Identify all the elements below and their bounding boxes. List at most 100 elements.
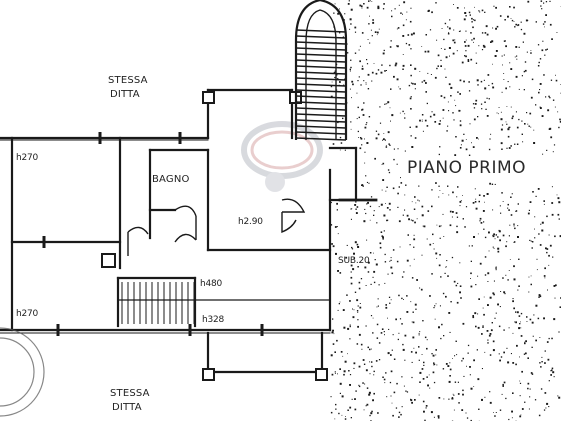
noise-dot (557, 197, 560, 200)
noise-dot (358, 76, 360, 78)
noise-dot (508, 270, 510, 271)
noise-dot (503, 291, 506, 294)
noise-dot (489, 354, 492, 356)
noise-dot (345, 416, 346, 417)
noise-dot (390, 40, 392, 42)
noise-dot (356, 343, 359, 345)
noise-dot (513, 278, 516, 281)
noise-dot (467, 44, 470, 47)
noise-dot (558, 201, 561, 204)
noise-dot (531, 346, 533, 348)
noise-dot (373, 281, 376, 284)
noise-dot (391, 272, 394, 275)
noise-dot (452, 397, 453, 398)
noise-dot (537, 188, 540, 190)
noise-dot (373, 370, 375, 373)
noise-dot (438, 153, 440, 156)
noise-dot (555, 284, 557, 287)
noise-dot (512, 362, 515, 364)
noise-dot (467, 344, 470, 347)
noise-dot (419, 371, 422, 374)
noise-dot (477, 116, 479, 118)
noise-dot (364, 383, 366, 385)
lower-stairs (121, 282, 195, 324)
noise-dot (391, 114, 394, 117)
noise-dot (530, 50, 532, 51)
noise-dot (493, 280, 495, 282)
noise-dot (343, 84, 345, 86)
noise-dot (349, 384, 351, 386)
noise-dot (388, 143, 390, 145)
noise-dot (433, 416, 435, 418)
noise-dot (416, 279, 418, 281)
noise-dot (544, 21, 546, 23)
noise-dot (537, 44, 540, 46)
noise-dot (365, 175, 367, 177)
noise-dot (558, 396, 561, 399)
noise-dot (547, 289, 548, 291)
noise-dot (487, 342, 489, 344)
stair-tread (295, 83, 347, 87)
noise-dot (477, 313, 479, 315)
noise-dot (470, 260, 472, 262)
noise-dot (411, 146, 414, 148)
noise-dot (448, 398, 450, 400)
noise-dot (390, 395, 392, 397)
noise-dot (379, 242, 382, 245)
noise-dot (477, 84, 479, 86)
noise-dot (451, 256, 454, 259)
noise-dot (553, 318, 556, 321)
noise-dot (543, 275, 546, 277)
noise-dot (444, 22, 447, 25)
noise-dot (418, 359, 420, 361)
noise-dot (519, 395, 521, 397)
noise-dot (435, 354, 437, 356)
noise-dot (509, 62, 511, 64)
noise-dot (349, 88, 351, 90)
noise-dot (436, 224, 438, 226)
noise-dot (442, 213, 444, 215)
noise-dot (333, 12, 335, 14)
noise-dot (459, 205, 461, 207)
noise-dot (381, 64, 383, 66)
noise-dot (421, 114, 424, 116)
noise-dot (466, 365, 467, 367)
noise-dot (429, 29, 432, 31)
noise-dot (452, 39, 455, 42)
noise-dot (375, 360, 378, 362)
noise-dot (371, 35, 373, 37)
noise-dot (420, 288, 423, 291)
noise-dot (353, 257, 355, 259)
noise-dot (468, 11, 471, 14)
noise-dot (436, 257, 438, 259)
noise-dot (427, 50, 430, 53)
noise-dot (370, 315, 373, 317)
noise-dot (479, 217, 482, 220)
noise-dot (443, 398, 445, 400)
stair-tread (295, 47, 347, 51)
noise-dot (507, 81, 509, 83)
noise-dot (330, 95, 333, 98)
noise-dot (350, 59, 352, 61)
noise-dot (516, 126, 519, 129)
noise-dot (519, 380, 521, 382)
noise-dot (482, 325, 484, 327)
noise-dot (380, 71, 383, 74)
noise-dot (513, 223, 515, 225)
noise-dot (505, 245, 507, 248)
noise-dot (429, 295, 431, 297)
noise-dot (475, 52, 477, 54)
noise-dot (412, 311, 414, 313)
noise-dot (515, 311, 517, 313)
noise-dot (385, 203, 386, 204)
noise-dot (330, 224, 333, 226)
noise-dot (434, 305, 436, 307)
noise-dot (449, 331, 451, 333)
noise-dot (447, 26, 449, 28)
noise-dot (546, 251, 548, 254)
noise-dot (467, 60, 470, 62)
noise-dot (486, 97, 488, 99)
noise-dot (387, 317, 388, 319)
noise-dot (456, 231, 459, 234)
noise-dot (492, 27, 494, 29)
